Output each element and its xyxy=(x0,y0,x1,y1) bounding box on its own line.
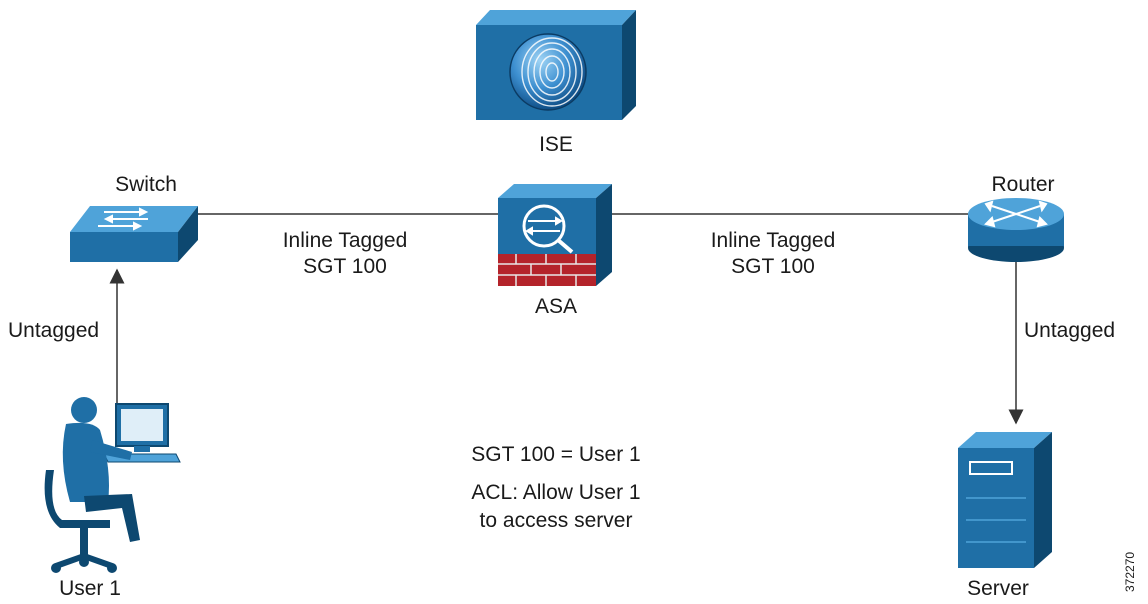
ise-fingerprint-icon[interactable] xyxy=(476,10,636,120)
switch-label: Switch xyxy=(115,173,177,196)
router-label: Router xyxy=(991,173,1055,196)
link-label-asa-router-line2: SGT 100 xyxy=(731,255,815,278)
policy-line-3: to access server xyxy=(479,509,633,532)
policy-line-2: ACL: Allow User 1 xyxy=(471,481,641,504)
asa-firewall-icon[interactable] xyxy=(498,184,612,286)
link-label-switch-asa-line1: Inline Tagged xyxy=(282,229,408,252)
ise-label: ISE xyxy=(539,133,573,156)
policy-line-1: SGT 100 = User 1 xyxy=(471,443,641,466)
figure-id: 372270 xyxy=(1123,551,1137,592)
switch-icon[interactable] xyxy=(70,206,198,262)
link-label-router-server: Untagged xyxy=(1024,319,1116,342)
server-tower-icon[interactable] xyxy=(958,432,1052,568)
router-icon[interactable] xyxy=(968,198,1064,262)
user-at-computer-icon[interactable] xyxy=(44,397,181,573)
server-label: Server xyxy=(967,577,1029,600)
link-label-user-switch: Untagged xyxy=(8,319,100,342)
link-label-asa-router-line1: Inline Tagged xyxy=(710,229,836,252)
link-label-switch-asa-line2: SGT 100 xyxy=(303,255,387,278)
asa-label: ASA xyxy=(534,295,578,318)
user-label: User 1 xyxy=(59,577,121,600)
